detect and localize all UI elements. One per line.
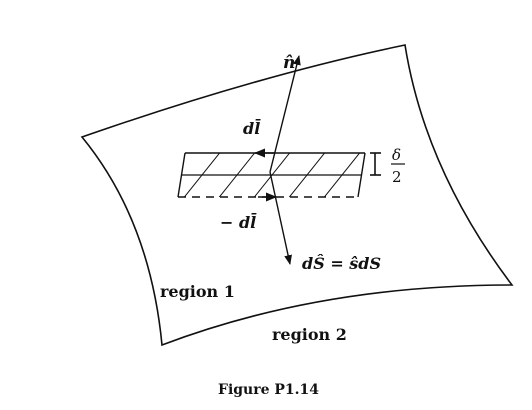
label-two: 2 <box>392 168 402 186</box>
surface-sheet <box>80 44 514 347</box>
label-region-1: region 1 <box>160 282 235 301</box>
label-dl: dl̄ <box>243 118 261 138</box>
half-delta-bracket <box>370 152 381 176</box>
hatched-strip <box>177 152 366 198</box>
label-neg-dl: − dl̄ <box>220 212 257 232</box>
normal-vector-down <box>269 171 292 265</box>
label-delta: δ <box>392 146 401 164</box>
label-region-2: region 2 <box>272 325 347 344</box>
figure-caption: Figure P1.14 <box>218 382 319 398</box>
label-dS: dŜ = ŝdS <box>302 253 381 273</box>
label-n-hat: n̂ <box>283 53 295 73</box>
